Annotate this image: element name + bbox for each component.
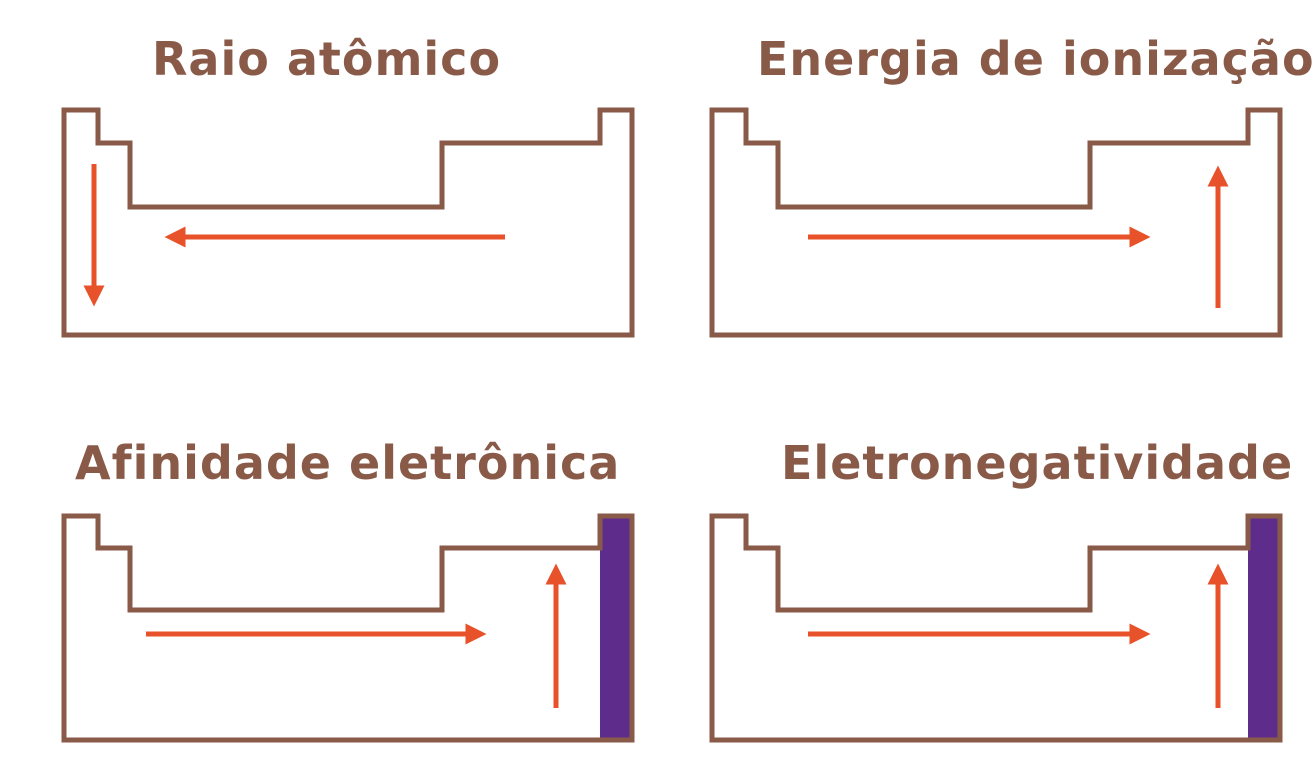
panel-eletronegatividade: [709, 513, 1283, 743]
panel-energia-ionizacao: [709, 107, 1283, 338]
periodic-table-outline: [61, 513, 635, 743]
noble-gas-column: [600, 516, 632, 740]
panel-title-afinidade-eletronica: Afinidade eletrônica: [75, 436, 621, 490]
panel-title-raio-atomico: Raio atômico: [152, 32, 502, 86]
noble-gas-column: [1248, 516, 1280, 740]
panel-title-energia-ionizacao: Energia de ionização: [757, 32, 1312, 86]
periodic-table-outline: [709, 107, 1283, 338]
panel-afinidade-eletronica: [61, 513, 635, 743]
periodic-table-outline: [61, 107, 635, 338]
panel-raio-atomico: [61, 107, 635, 338]
panel-title-eletronegatividade: Eletronegatividade: [781, 436, 1294, 490]
periodic-table-outline: [709, 513, 1283, 743]
